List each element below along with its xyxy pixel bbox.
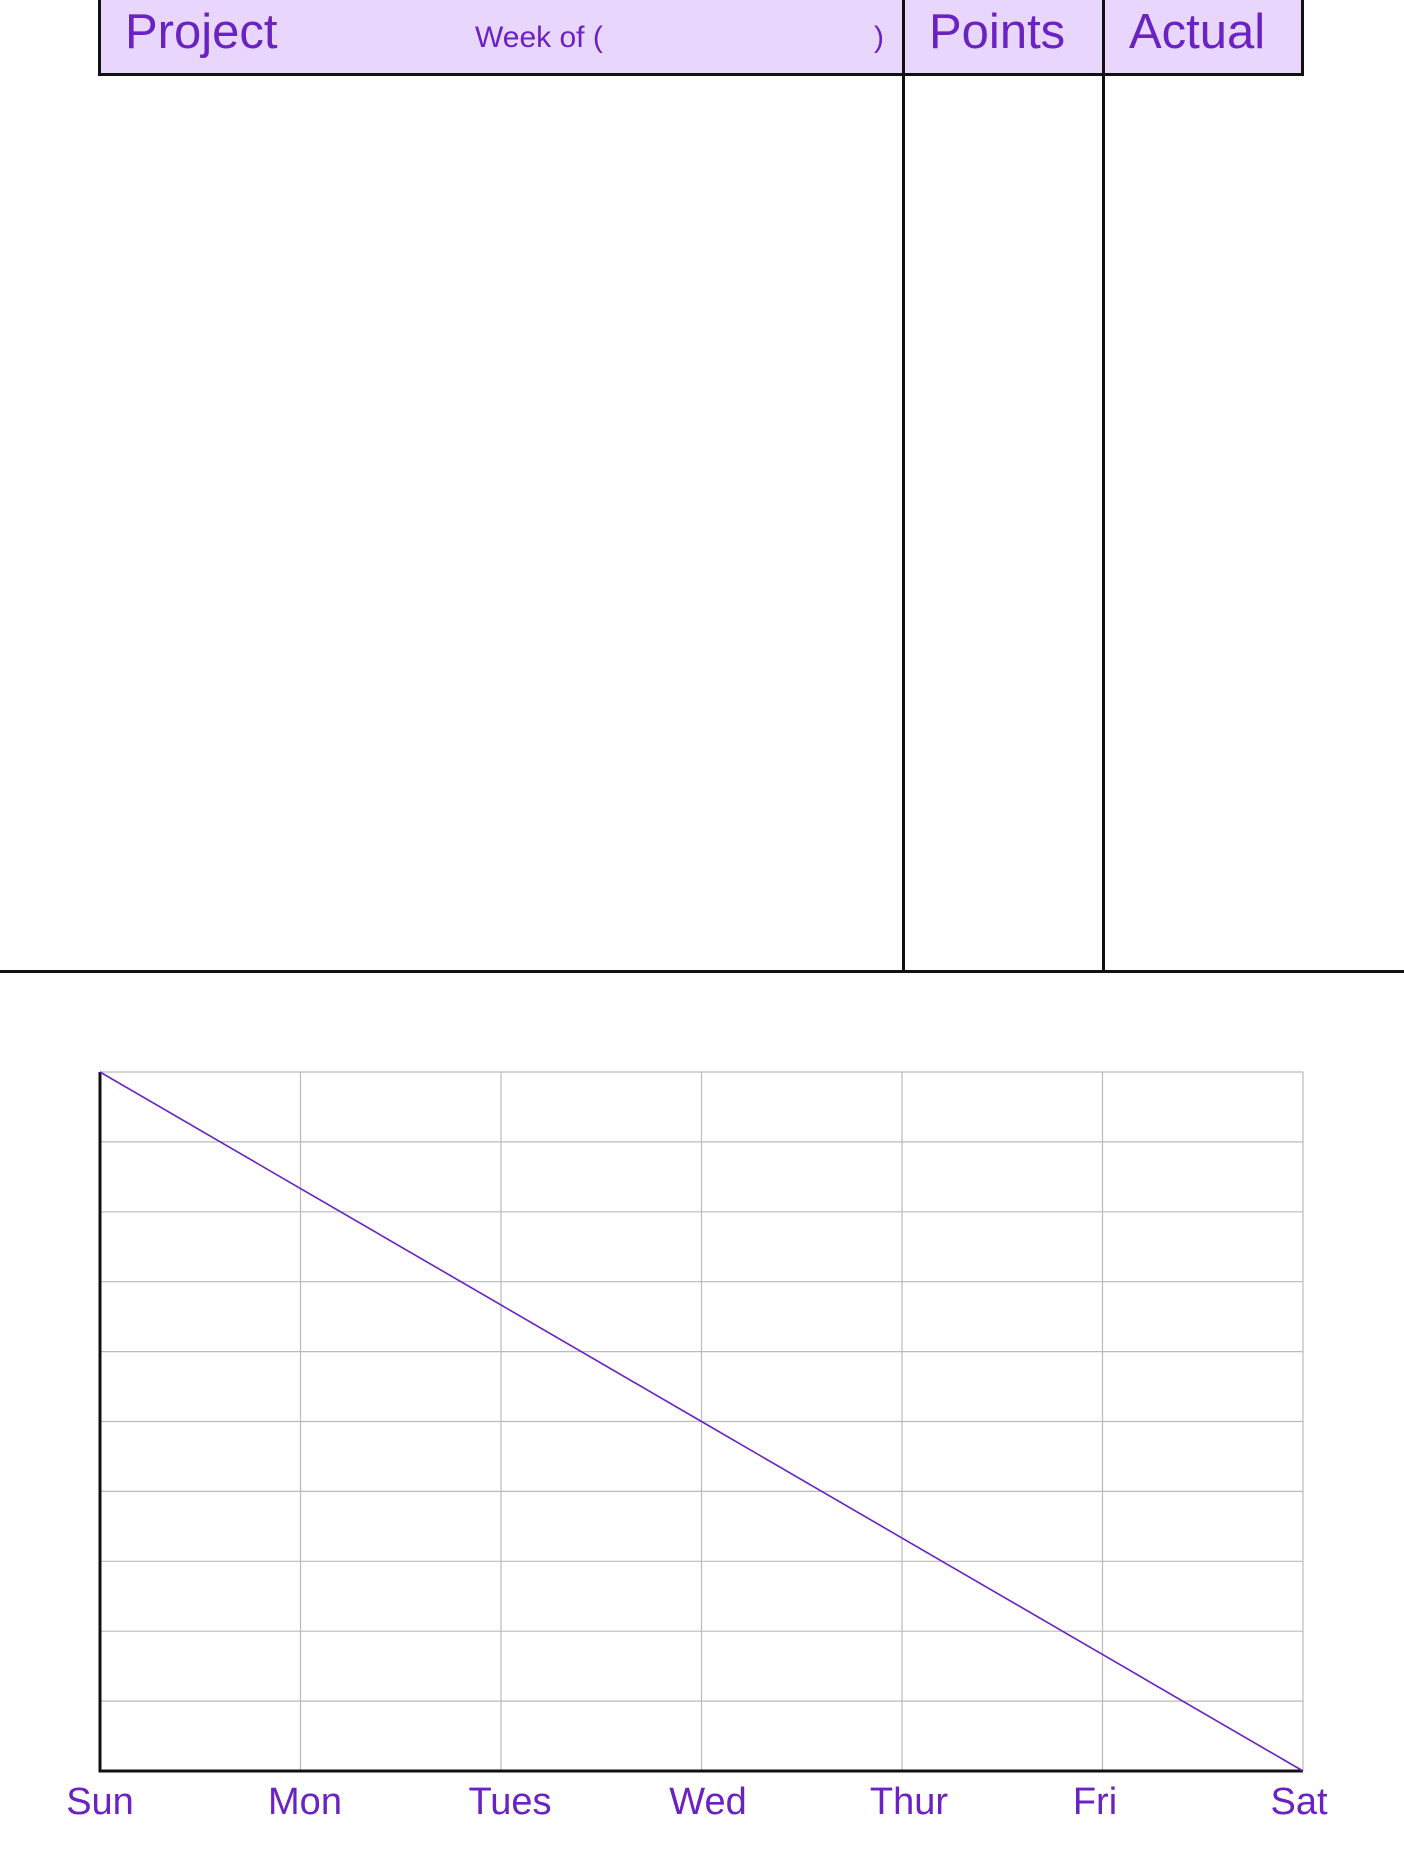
week-of-close-paren: ) xyxy=(874,21,884,54)
chart-series xyxy=(99,1071,1304,1772)
x-tick-label-sun: Sun xyxy=(66,1781,134,1823)
points-column-divider xyxy=(902,0,905,972)
x-tick-label-mon: Mon xyxy=(268,1781,342,1823)
table-right-border xyxy=(1301,0,1304,76)
project-heading: Project xyxy=(125,5,278,59)
table-bottom-border xyxy=(0,970,1404,973)
chart-x-labels: Sun Mon Tues Wed Thur Fri Sat xyxy=(66,1781,1328,1823)
x-tick-label-thur: Thur xyxy=(870,1781,948,1823)
x-tick-label-tues: Tues xyxy=(468,1781,551,1823)
actual-heading: Actual xyxy=(1129,5,1266,59)
table-left-border xyxy=(98,0,101,76)
week-of-label: Week of ( xyxy=(475,21,603,54)
header-divider xyxy=(98,73,1304,76)
x-tick-label-fri: Fri xyxy=(1073,1781,1117,1823)
x-tick-label-wed: Wed xyxy=(669,1781,746,1823)
actual-column-divider xyxy=(1102,0,1105,972)
points-heading: Points xyxy=(929,5,1066,59)
chart-axes xyxy=(98,1072,1303,1773)
x-tick-label-sat: Sat xyxy=(1270,1781,1327,1823)
